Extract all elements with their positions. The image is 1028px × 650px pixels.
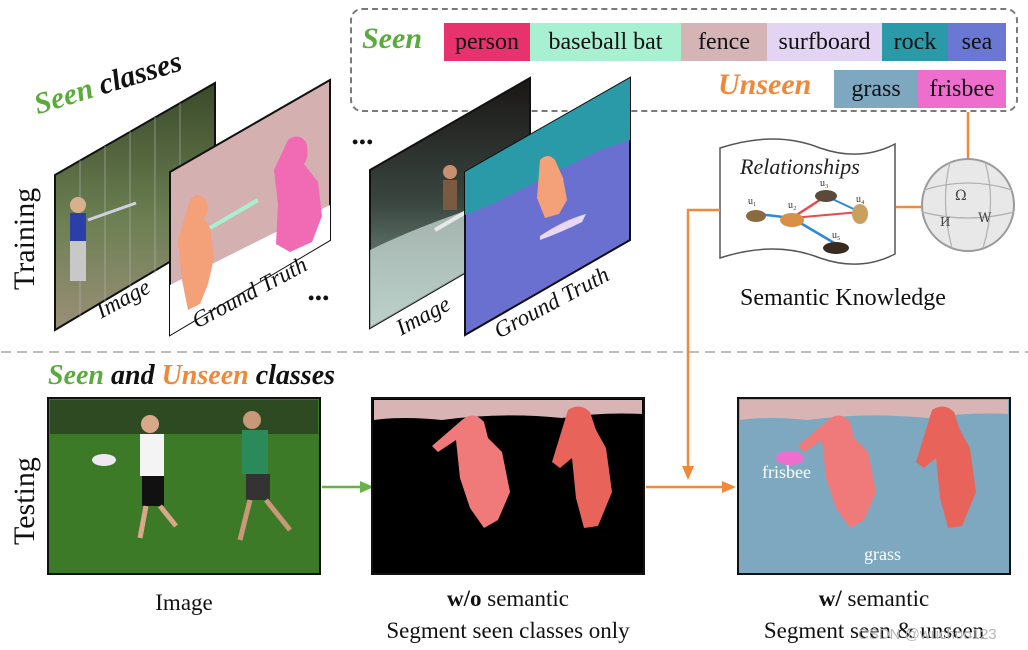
segmentation-without-semantic (371, 397, 645, 575)
test-image (47, 397, 321, 575)
testing-heading: Seen and Unseen classes (48, 360, 335, 392)
grass-label: grass (864, 544, 901, 564)
unseen-class-tag: grass (834, 70, 918, 108)
gt-person-1 (178, 195, 214, 310)
w-rest: semantic (841, 586, 930, 611)
relationships-title: Relationships (740, 154, 860, 179)
gt-person-2 (274, 136, 322, 252)
wo-semantic-caption-line2: Segment seen classes only (386, 618, 630, 643)
svg-text:Ω: Ω (955, 188, 967, 204)
testing-heading-seen: Seen (48, 360, 104, 391)
w-semantic-caption-line2: Segment seen & unseen (763, 618, 985, 643)
baseball-bat (87, 201, 137, 222)
unseen-class-tag: frisbee (918, 70, 1006, 108)
gt-rock-region (465, 78, 630, 215)
legend-unseen-label: Unseen (718, 68, 812, 101)
seg-sem-person-2 (916, 406, 976, 528)
knowledge-globe-icon: Ω W И (921, 158, 1015, 252)
ellipsis-bottom: ••• (308, 288, 330, 308)
relationship-graph (746, 190, 868, 254)
batter-head (70, 197, 86, 213)
watermark: CSDN @wuchoo123 (858, 626, 997, 643)
relationship-node-label: u₅ (832, 230, 841, 241)
svg-text:W: W (978, 211, 992, 226)
connectors (1, 112, 1028, 493)
relationship-node-label: u₂ (788, 200, 797, 211)
wo-semantic-caption: w/o semantic (372, 586, 644, 612)
relationship-node-label: u₄ (856, 194, 865, 205)
relationship-node-label: u₃ (820, 178, 829, 189)
relationship-node-label: u₁ (748, 196, 757, 207)
seg-sem-person-1 (798, 415, 876, 528)
gt-bat (208, 198, 260, 230)
wo-bold: w/o (447, 586, 482, 611)
seen-class-tag: baseball bat (530, 23, 681, 61)
testing-heading-unseen: Unseen (161, 360, 249, 391)
seen-class-tag: rock (882, 23, 948, 61)
gt-surfer (537, 156, 567, 218)
training-ground-truth-2 (464, 76, 631, 337)
relationships-card (719, 138, 896, 265)
seen-class-tag: surfboard (767, 23, 882, 61)
seen-class-tag: fence (681, 23, 767, 61)
svg-text:И: И (940, 215, 950, 229)
semantic-knowledge-caption: Semantic Knowledge (740, 285, 946, 311)
test-image-caption: Image (155, 590, 213, 615)
animal-node-5 (823, 242, 849, 254)
testing-side-label: Testing (8, 457, 41, 545)
legend-seen-label: Seen (362, 22, 422, 55)
seg-person-1 (432, 415, 510, 528)
animal-node-3 (815, 190, 837, 202)
animal-node-1 (746, 210, 766, 222)
gt-surfboard (540, 214, 586, 240)
wo-rest: semantic (481, 586, 569, 611)
seg-frisbee (776, 451, 804, 465)
knowledge-arrow-line (686, 208, 720, 470)
animal-node-2 (780, 213, 804, 227)
seen-class-tag: person (444, 23, 530, 61)
frisbee-label: frisbee (762, 462, 811, 482)
testing-heading-and: and (111, 360, 155, 391)
animal-node-4 (852, 204, 868, 224)
testing-heading-classes: classes (255, 360, 336, 391)
class-legend (350, 8, 1018, 112)
w-semantic-caption: w/ semantic (738, 586, 1010, 612)
seen-class-tag: sea (948, 23, 1006, 61)
seg-person-2 (552, 406, 612, 528)
segmentation-with-semantic (737, 397, 1011, 575)
ellipsis-top: ••• (352, 132, 374, 152)
w-bold: w/ (818, 586, 842, 611)
training-ground-truth-1 (169, 78, 331, 337)
